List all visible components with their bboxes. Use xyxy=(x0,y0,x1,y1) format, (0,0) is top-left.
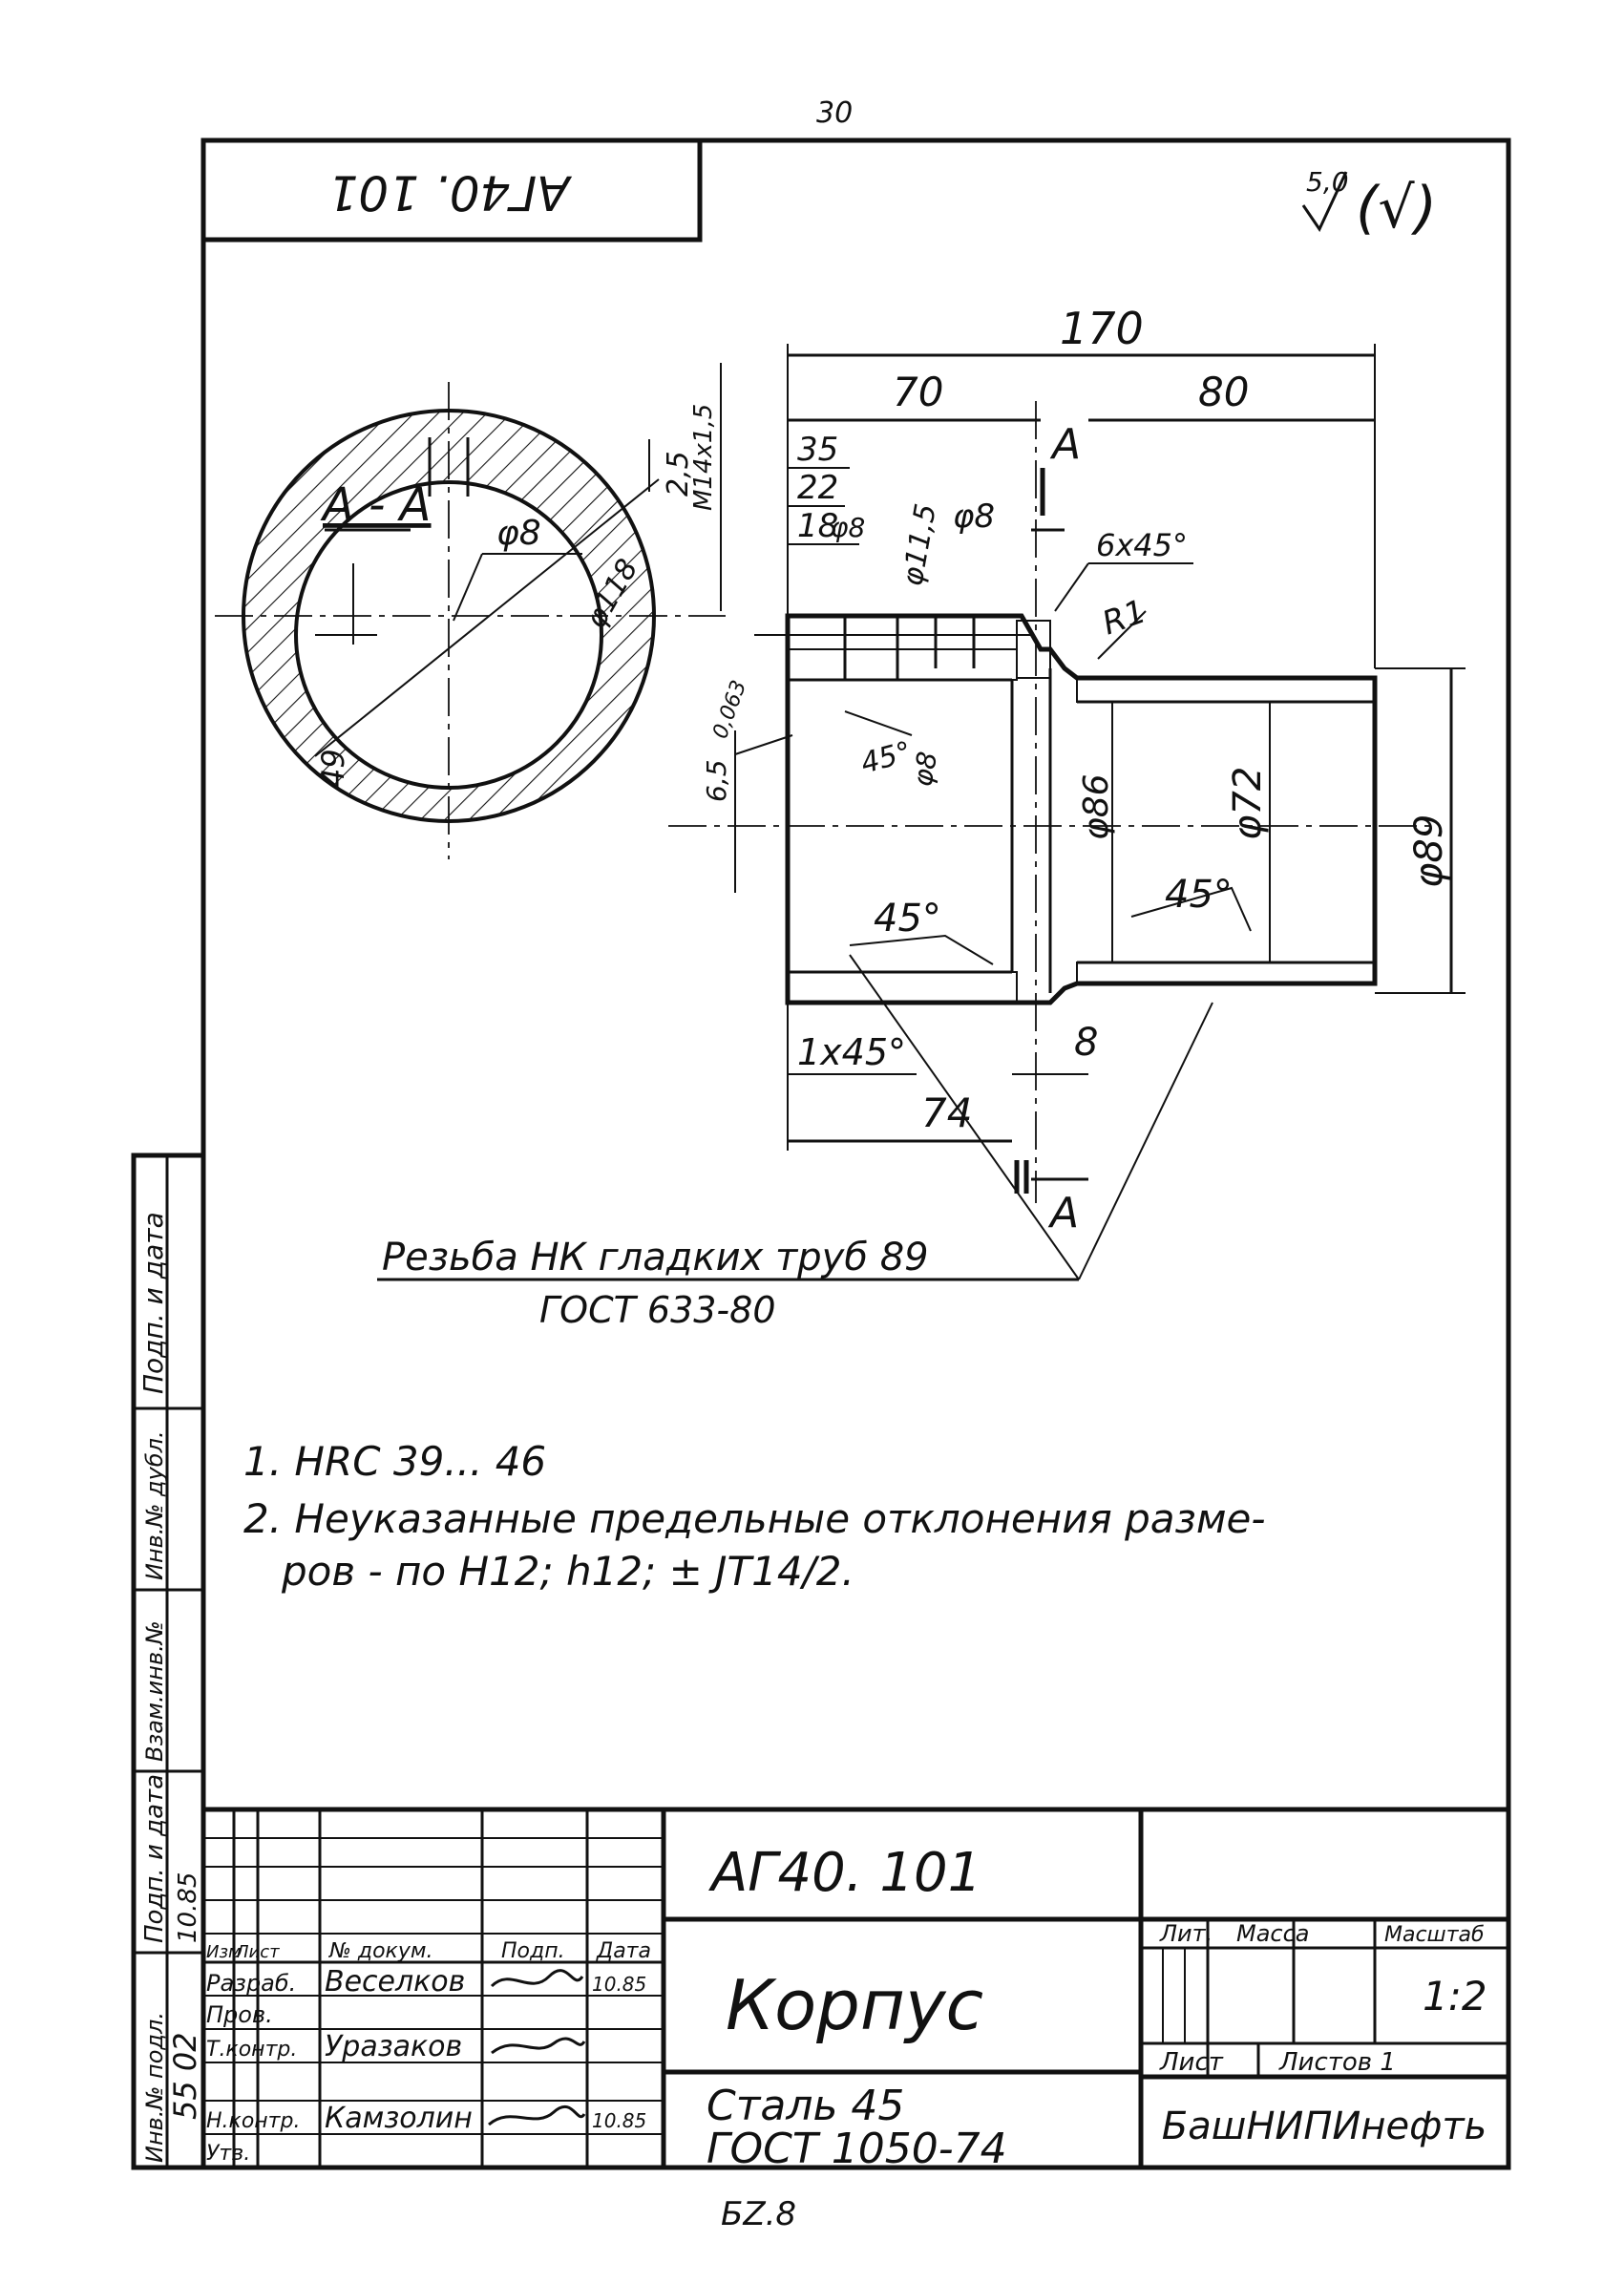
name-tcontrol: Уразаков xyxy=(325,2030,462,2063)
role-dev: Разраб. xyxy=(206,1970,296,1997)
thread-note-line2: ГОСТ 633-80 xyxy=(539,1289,776,1331)
side-field-5: Инв.№ подл. xyxy=(141,2012,168,2163)
note-1: 1. HRC 39... 46 xyxy=(243,1438,546,1485)
signature-ncontrol xyxy=(488,2104,586,2126)
dim-chamfer-bottom: 1x45° xyxy=(797,1031,906,1073)
part-name: Корпус xyxy=(726,1965,983,2045)
page-number: 30 xyxy=(816,96,853,130)
roughness-symbol: (√) xyxy=(1356,175,1437,242)
lit-label: Лит. xyxy=(1159,1920,1213,1947)
dim-phi8b: φ8 xyxy=(953,497,995,536)
dim-angle-inner: 45° xyxy=(857,735,915,781)
name-ncontrol: Камзолин xyxy=(325,2102,473,2135)
dim-2-5: 2,5 xyxy=(662,451,695,497)
side-field-4-value: 10.85 xyxy=(174,1872,202,1943)
role-ncontrol: Н.контр. xyxy=(206,2109,300,2133)
bottom-note: БZ.8 xyxy=(721,2195,796,2233)
thread-note: Резьба НК гладких труб 89 ГОСТ 633-80 xyxy=(377,954,1213,1331)
signature-dev xyxy=(490,1969,584,1988)
dim-22: 22 xyxy=(797,469,838,507)
dim-8-bottom: 8 xyxy=(1074,1021,1098,1065)
dim-chamfer-top: 6x45° xyxy=(1096,527,1188,563)
dim-phi89: φ89 xyxy=(1407,814,1451,888)
role-tcontrol: Т.контр. xyxy=(206,2038,297,2062)
material-line2: ГОСТ 1050-74 xyxy=(707,2125,1007,2173)
section-offset: 49 xyxy=(315,749,351,788)
name-dev: Веселков xyxy=(325,1965,465,1998)
col-sheet: Лист xyxy=(235,1942,280,1962)
sheets-label: Листов 1 xyxy=(1278,2048,1396,2077)
section-hole-label: φ8 xyxy=(496,514,541,553)
dim-0-063: 0,063 xyxy=(708,677,751,742)
note-2b: ров - по H12; h12; ± JT14/2. xyxy=(281,1548,854,1595)
technical-notes: 1. HRC 39... 46 2. Неуказанные предельны… xyxy=(243,1438,1266,1595)
side-field-5-value: 55 02 xyxy=(167,2032,203,2120)
dim-70: 70 xyxy=(893,369,943,415)
signature-tcontrol xyxy=(491,2037,586,2055)
dim-angle-left: 45° xyxy=(874,897,941,941)
date-dev: 10.85 xyxy=(592,1973,646,1996)
dim-phi8c: φ8 xyxy=(906,750,943,789)
dim-angle-right: 45° xyxy=(1165,873,1233,917)
side-field-3: Взам.инв.№ xyxy=(141,1620,168,1762)
roughness-icon: 5,0 (√) xyxy=(1301,166,1437,242)
dim-radius: R1 xyxy=(1097,592,1150,643)
roughness-value: 5,0 xyxy=(1306,166,1349,198)
role-approve: Утв. xyxy=(206,2142,250,2166)
dim-35: 35 xyxy=(797,431,838,469)
col-doc: № докум. xyxy=(328,1939,432,1963)
sheet-label: Лист xyxy=(1159,2048,1224,2077)
section-mark-bottom: А xyxy=(1047,1189,1079,1237)
note-2a: 2. Неуказанные предельные отклонения раз… xyxy=(243,1495,1266,1542)
scale-value: 1:2 xyxy=(1423,1973,1487,2020)
dim-thread: M14x1,5 xyxy=(689,404,718,511)
dim-170: 170 xyxy=(1060,303,1144,354)
side-field-2: Инв.№ дубл. xyxy=(141,1430,168,1580)
title-block: Изм Лист № докум. Подп. Дата Разраб. Про… xyxy=(203,1807,1508,2173)
dim-phi11-5: φ11,5 xyxy=(896,501,943,588)
designation: АГ40. 101 xyxy=(708,1842,981,1904)
side-field-4: Подп. и дата xyxy=(140,1774,169,1943)
mass-label: Масса xyxy=(1236,1920,1310,1947)
top-stamp-text: АГ40. 101 xyxy=(328,165,573,221)
side-strip: Подп. и дата Инв.№ дубл. Взам.инв.№ Подп… xyxy=(131,1153,206,2170)
dim-18: 18 xyxy=(797,507,838,545)
role-check: Пров. xyxy=(206,2001,273,2028)
dim-74: 74 xyxy=(921,1089,972,1136)
dim-phi72: φ72 xyxy=(1226,767,1270,840)
col-date: Дата xyxy=(596,1939,651,1963)
side-field-1: Подп. и дата xyxy=(137,1212,169,1394)
top-stamp-box xyxy=(200,137,703,243)
main-view: 170 70 80 35 22 18 φ8 φ11,5 φ8 А 6x45° R… xyxy=(662,303,1466,1237)
organization: БашНИПИнефть xyxy=(1162,2104,1487,2148)
dim-6-5: 6,5 xyxy=(701,759,732,802)
section-title: А - А xyxy=(320,478,432,532)
dim-phi86: φ86 xyxy=(1077,773,1116,840)
dim-80: 80 xyxy=(1198,369,1249,415)
date-ncontrol: 10.85 xyxy=(592,2109,646,2132)
dim-phi8a: φ8 xyxy=(831,512,865,543)
section-mark-top: А xyxy=(1049,420,1081,469)
col-change: Изм xyxy=(206,1942,242,1962)
thread-note-line1: Резьба НК гладких труб 89 xyxy=(382,1236,929,1279)
section-view: А - А φ8 φ118 49 xyxy=(215,382,726,859)
scale-label: Масштаб xyxy=(1384,1923,1485,1947)
col-sign: Подп. xyxy=(501,1939,565,1963)
material-line1: Сталь 45 xyxy=(707,2082,904,2130)
